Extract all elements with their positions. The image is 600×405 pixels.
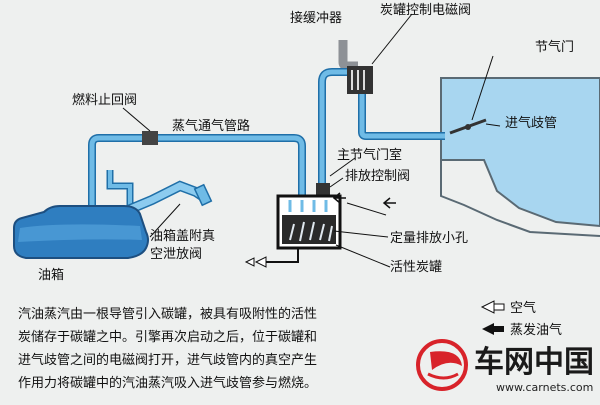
- fuel-tank-shine: [18, 224, 142, 242]
- label-orifice: 定量排放小孔: [390, 231, 468, 246]
- purge-control-valve: [316, 183, 330, 195]
- label-cap-valve-1: 油箱盖附真: [150, 228, 215, 244]
- solenoid-valve: [347, 66, 373, 94]
- canister-inner-flow: [288, 200, 328, 212]
- brand-logo-swoosh: [430, 351, 462, 370]
- throttle-shaft: [465, 124, 471, 130]
- label-fuel-tank: 油箱: [38, 267, 64, 283]
- flow-arrow: [332, 192, 346, 204]
- legend-vapor-icon: [482, 323, 494, 335]
- intake-manifold: [440, 77, 600, 228]
- label-throttle: 节气门: [535, 39, 574, 55]
- filler-cap: [193, 183, 213, 207]
- label-main-throttle: 主节气门室: [337, 147, 402, 163]
- label-purge-valve: 排放控制阀: [345, 169, 410, 184]
- brand-logo: [416, 339, 468, 391]
- label-check-valve: 燃料止回阀: [72, 92, 137, 108]
- air-arrow: [254, 256, 267, 268]
- tank-vent-pipe: [108, 170, 132, 212]
- label-vapor-pipe: 蒸气通气管路: [172, 118, 250, 134]
- label-buffer: 接缓冲器: [290, 10, 342, 26]
- leader-lines: [122, 13, 501, 268]
- label-cap-valve-2: 空泄放阀: [150, 247, 202, 262]
- brand-name: 车网中国: [474, 345, 594, 380]
- label-solenoid: 炭罐控制电磁阀: [380, 3, 471, 18]
- check-valve: [142, 131, 158, 145]
- intake-manifold-lower-wall: [440, 160, 600, 237]
- caption-line-3: 进气歧管之间的电磁阀打开，进气歧管内的真空产生: [18, 352, 317, 368]
- legend-air-icon-tail: [493, 303, 505, 311]
- legend-vapor-label: 蒸发油气: [510, 322, 562, 338]
- flow-arrow-2: [382, 197, 396, 209]
- air-arrow-2: [244, 257, 255, 267]
- label-canister: 活性炭罐: [390, 260, 442, 275]
- caption-line-2: 炭储存于碳罐之中。引擎再次启动之后，位于碳罐和: [18, 329, 317, 345]
- caption-line-1: 汽油蒸汽由一根导管引入碳罐，被具有吸附性的活性: [18, 306, 317, 322]
- brand-logo-arc: [427, 372, 459, 380]
- label-intake: 进气歧管: [505, 115, 557, 131]
- vapor-pipe: [89, 135, 305, 212]
- buffer-stub: [338, 40, 358, 71]
- canister-air-inlet: [260, 248, 299, 263]
- caption-line-4: 作用力将碳罐中的汽油蒸汽吸入进气歧管参与燃烧。: [18, 375, 317, 391]
- brand-logo-ring: [416, 339, 468, 391]
- brand-url: www.carnets.com: [496, 381, 593, 394]
- legend-air-label: 空气: [510, 300, 536, 316]
- carbon-bed-arrows: [289, 221, 333, 242]
- legend-vapor-icon-tail: [494, 326, 504, 332]
